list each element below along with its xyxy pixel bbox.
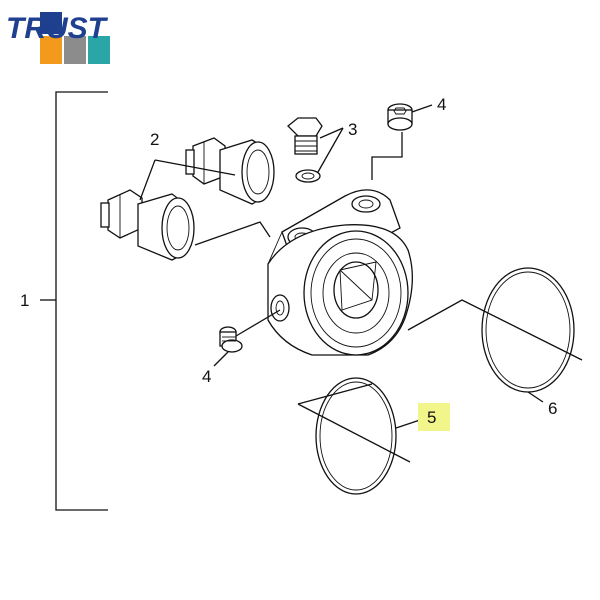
logo-block-navy (40, 12, 62, 34)
leader-5: 5 (297, 383, 450, 463)
fitting-lower (100, 189, 195, 261)
callout-4-top: 4 (437, 95, 446, 114)
logo-block-orange (40, 36, 62, 64)
leader-2: 2 (139, 130, 271, 246)
callout-4-left: 4 (202, 367, 211, 386)
callout-2: 2 (150, 130, 159, 149)
sandwich-adapter-body (267, 189, 413, 356)
assembly-bracket: 1 (20, 91, 108, 511)
oring-large (481, 267, 575, 393)
callout-5: 5 (427, 408, 436, 427)
callout-3: 3 (348, 120, 357, 139)
callout-6: 6 (548, 399, 557, 418)
logo-block-teal (88, 36, 110, 64)
set-screw-top (387, 103, 413, 131)
leader-6: 6 (407, 299, 583, 418)
leader-4-top: 4 (371, 95, 446, 180)
leader-3: 3 (317, 120, 357, 173)
trust-logo: TRUST (6, 12, 110, 64)
callout-5-highlight (418, 403, 450, 431)
crush-washer (295, 169, 321, 183)
oring-small (315, 377, 397, 495)
callout-1: 1 (20, 291, 29, 310)
fitting-upper (185, 137, 275, 205)
logo-wordmark: TRUST (6, 12, 109, 45)
logo-block-gray (64, 36, 86, 64)
plug-bolt (287, 117, 323, 155)
leader-4-left: 4 (202, 309, 281, 386)
set-screw-left (219, 326, 243, 353)
